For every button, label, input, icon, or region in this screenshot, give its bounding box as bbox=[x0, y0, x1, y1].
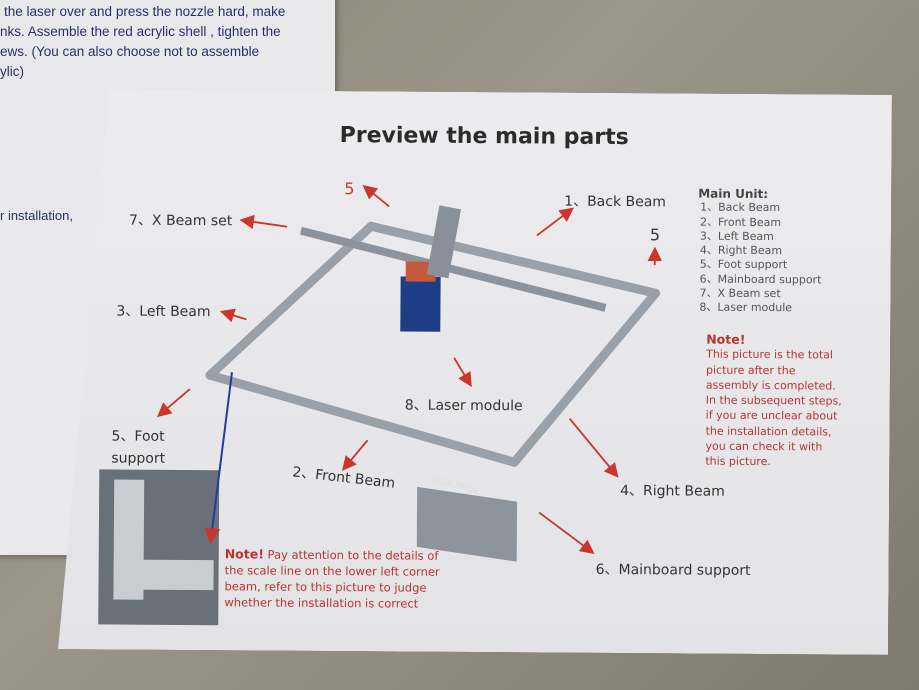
note-line: This picture is the total bbox=[706, 347, 834, 362]
note-line: this picture. bbox=[705, 454, 771, 469]
manual-page: SCULPFUN Preview the main parts 5 1、Back… bbox=[58, 89, 892, 655]
list-item: 4、Right Beam bbox=[699, 243, 783, 258]
text-line: the laser over and press the nozzle hard… bbox=[4, 4, 286, 19]
note-line: whether the installation is correct bbox=[224, 595, 419, 611]
machine-illustration: SCULPFUN bbox=[58, 89, 892, 655]
callout-foot-support-top: 5 bbox=[344, 179, 355, 199]
list-item: 5、Foot support bbox=[699, 258, 788, 272]
callout-foot-support-right: 5 bbox=[649, 225, 661, 245]
main-unit-list: Main Unit: 1、Back Beam 2、Front Beam 3、Le… bbox=[697, 187, 822, 317]
note-line: the scale line on the lower left corner bbox=[224, 563, 440, 579]
note-bottom: Note! Pay attention to the details of th… bbox=[224, 546, 440, 612]
callout-foot-support: 5、Foot support bbox=[111, 428, 166, 467]
text-line: nks. Assemble the red acrylic shell , ti… bbox=[0, 24, 281, 39]
note-line: beam, refer to this picture to judge bbox=[224, 579, 427, 595]
callout-mainboard-support: 6、Mainboard support bbox=[595, 561, 751, 579]
note-line: In the subsequent steps, bbox=[705, 393, 842, 408]
callout-left-beam: 3、Left Beam bbox=[116, 303, 211, 321]
laser-module bbox=[400, 276, 440, 331]
callout-arrows bbox=[159, 186, 656, 552]
list-item: 7、X Beam set bbox=[699, 286, 781, 301]
text-line: ylic) bbox=[0, 64, 24, 79]
background-side-text: r installation, bbox=[0, 208, 73, 223]
main-unit-heading: Main Unit: bbox=[698, 186, 769, 202]
text-line: ews. (You can also choose not to assembl… bbox=[0, 44, 260, 59]
note-line: if you are unclear about bbox=[705, 409, 838, 424]
callout-back-beam: 1、Back Beam bbox=[564, 193, 667, 211]
callout-laser-module: 8、Laser module bbox=[404, 397, 523, 415]
mainboard-box bbox=[417, 487, 517, 562]
background-page-text: the laser over and press the nozzle hard… bbox=[0, 2, 285, 82]
list-item: 8、Laser module bbox=[699, 300, 793, 315]
list-item: 3、Left Beam bbox=[699, 229, 774, 243]
list-item: 1、Back Beam bbox=[700, 200, 781, 215]
list-item: 2、Front Beam bbox=[700, 215, 782, 229]
note-line: Pay attention to the details of bbox=[263, 547, 439, 563]
list-item: 6、Mainboard support bbox=[699, 272, 822, 287]
page-title: Preview the main parts bbox=[339, 123, 629, 151]
callout-right-beam: 4、Right Beam bbox=[620, 483, 725, 500]
callout-x-beam-set: 7、X Beam set bbox=[128, 212, 233, 230]
frame bbox=[209, 225, 656, 463]
note-right: Note! This picture is the total picture … bbox=[705, 332, 842, 471]
note-line: the installation details, bbox=[705, 424, 832, 439]
note-line: you can check it with bbox=[705, 439, 823, 454]
note-heading: Note! bbox=[706, 331, 746, 347]
note-line: assembly is completed. bbox=[705, 378, 836, 393]
note-line: picture after the bbox=[705, 363, 796, 377]
note-heading: Note! bbox=[224, 546, 264, 562]
